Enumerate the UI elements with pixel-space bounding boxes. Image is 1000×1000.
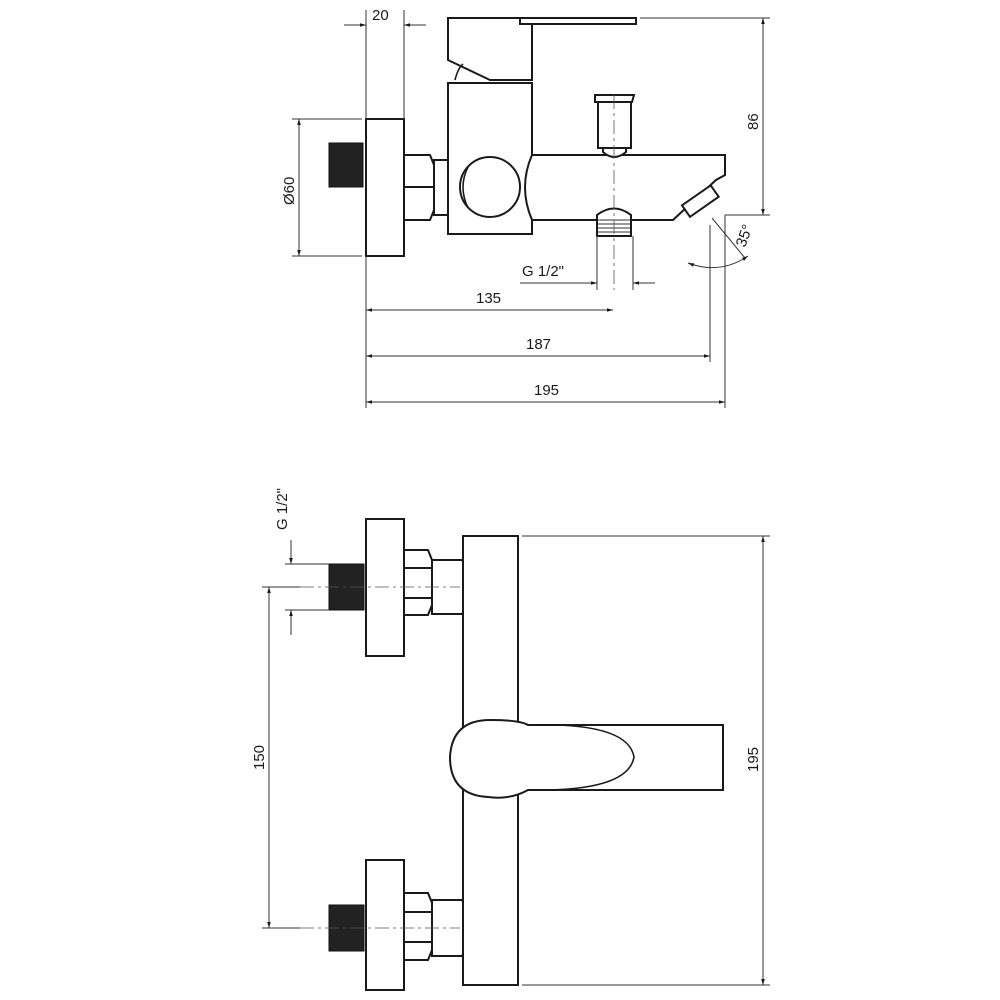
aerator	[680, 183, 721, 219]
dim-angle-label: 35°	[733, 222, 757, 249]
lower-hex-nut	[403, 892, 433, 961]
inlet-thread	[328, 142, 364, 188]
dim-inlet-thread-label: G 1/2"	[274, 488, 291, 530]
spout	[524, 154, 726, 221]
upper-hex-nut	[403, 549, 433, 616]
lower-wall-flange	[365, 859, 405, 991]
mixer-handle-front	[448, 718, 724, 799]
lever-top	[519, 17, 637, 25]
dim-150-label: 150	[251, 745, 268, 770]
front-view: G 1/2" 150 195	[251, 488, 770, 991]
dim-outlet-thread-label: G 1/2"	[522, 263, 564, 280]
hex-nut	[403, 154, 435, 221]
dim-135-label: 135	[476, 290, 501, 307]
dim-20-label: 20	[372, 7, 389, 24]
side-view: 20 Ø60 86 G 1/2" 135 187 195 35°	[281, 7, 770, 408]
dim-187-label: 187	[526, 336, 551, 353]
dim-diameter-label: Ø60	[281, 177, 298, 205]
upper-wall-flange	[365, 518, 405, 657]
mixer-handle	[447, 17, 533, 81]
dim-86-label: 86	[745, 113, 762, 130]
dim-195-label: 195	[534, 382, 559, 399]
wall-flange	[365, 118, 405, 257]
diverter-button	[597, 101, 632, 149]
dim-195-front-label: 195	[745, 747, 762, 772]
diverter-knob	[459, 156, 521, 218]
